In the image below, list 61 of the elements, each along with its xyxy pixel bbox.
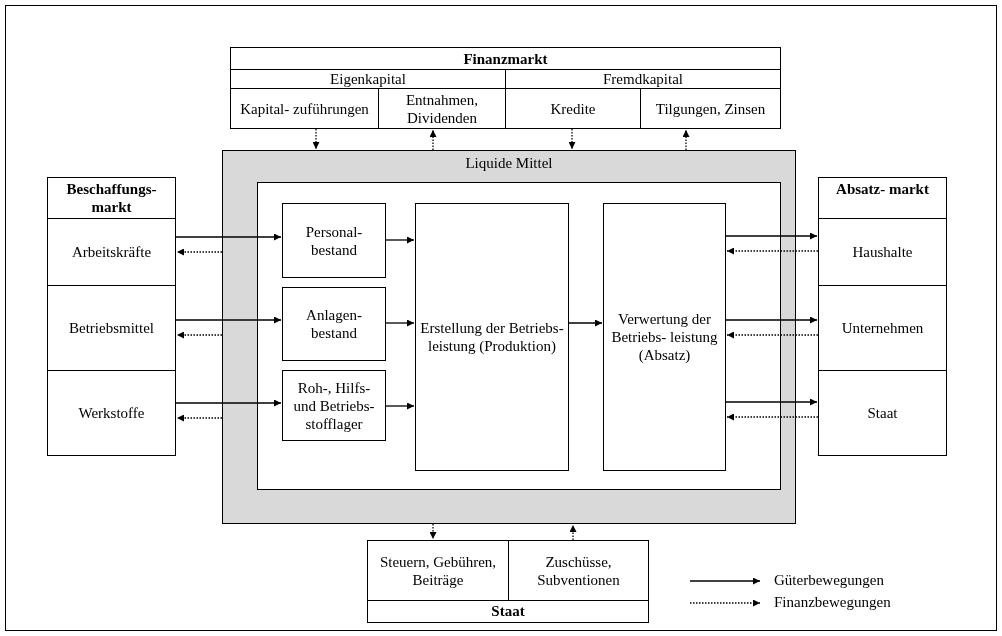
arrow xyxy=(725,398,818,406)
arrow xyxy=(725,232,818,240)
arrow xyxy=(429,129,437,151)
arrow xyxy=(725,316,818,324)
arrow xyxy=(682,129,690,151)
arrow xyxy=(176,331,223,339)
arrow xyxy=(385,319,415,327)
header-text: Liquide Mittel xyxy=(465,154,553,172)
arrow xyxy=(385,236,415,244)
market-box xyxy=(47,177,176,456)
arrow xyxy=(568,319,603,327)
arrow xyxy=(175,316,282,324)
cell-text: Werkstoffe xyxy=(78,404,145,422)
cell-text: Unternehmen xyxy=(841,319,924,337)
arrow xyxy=(726,413,819,421)
arrow xyxy=(726,247,819,255)
cell-text: Roh-, Hilfs- und Betriebs- stofflager xyxy=(292,378,376,433)
cell-text: Zuschüsse, Subventionen xyxy=(536,552,621,589)
cell-text: Staat xyxy=(867,404,898,422)
cell-text: Anlagen- bestand xyxy=(305,306,363,342)
cell-text: Verwertung der Betriebs- leistung (Absatz) xyxy=(610,310,719,364)
box-shape xyxy=(257,182,781,490)
header-text: Absatz- markt xyxy=(835,180,930,198)
arrow xyxy=(385,402,415,410)
arrow xyxy=(726,331,819,339)
cell-text: Fremdkapital xyxy=(603,70,683,88)
arrow xyxy=(568,128,576,150)
legend-text: Finanzbewegungen xyxy=(774,594,891,611)
header-text: Staat xyxy=(491,602,525,620)
cell-text: Haushalte xyxy=(852,243,913,261)
cell-text: Erstellung der Betriebs- leistung (Produktion) xyxy=(419,319,565,355)
cell-text: Entnahmen, Dividenden xyxy=(404,90,480,127)
table-box xyxy=(367,540,649,623)
header-text: Beschaffungs- markt xyxy=(65,180,158,216)
arrow xyxy=(176,414,223,422)
cell-text: Steuern, Gebühren, Beiträge xyxy=(378,552,498,589)
process-box xyxy=(282,370,386,441)
header-text: Finanzmarkt xyxy=(463,50,548,68)
cell-text: Kapital- zuführungen xyxy=(240,99,369,118)
arrow xyxy=(569,524,577,541)
table-cell xyxy=(505,69,781,89)
arrow xyxy=(175,233,282,241)
process-box xyxy=(603,203,726,471)
table-box xyxy=(230,47,781,129)
market-box xyxy=(818,177,947,456)
table-cell xyxy=(230,69,506,89)
cell-text: Arbeitskräfte xyxy=(71,243,152,261)
cell-text: Betriebsmittel xyxy=(69,319,154,337)
arrow xyxy=(312,128,320,150)
arrow xyxy=(175,399,282,407)
cell-text: Tilgungen, Zinsen xyxy=(655,99,766,118)
cell-text: Eigenkapital xyxy=(330,70,406,88)
legend-text: Güterbewegungen xyxy=(774,572,884,589)
process-box xyxy=(282,287,386,361)
process-box xyxy=(282,203,386,278)
cell-text: Kredite xyxy=(550,99,596,118)
arrow xyxy=(429,523,437,540)
company-panel xyxy=(222,150,796,524)
cell-text: Personal- bestand xyxy=(304,222,364,259)
arrow xyxy=(176,248,223,256)
process-box xyxy=(415,203,569,471)
